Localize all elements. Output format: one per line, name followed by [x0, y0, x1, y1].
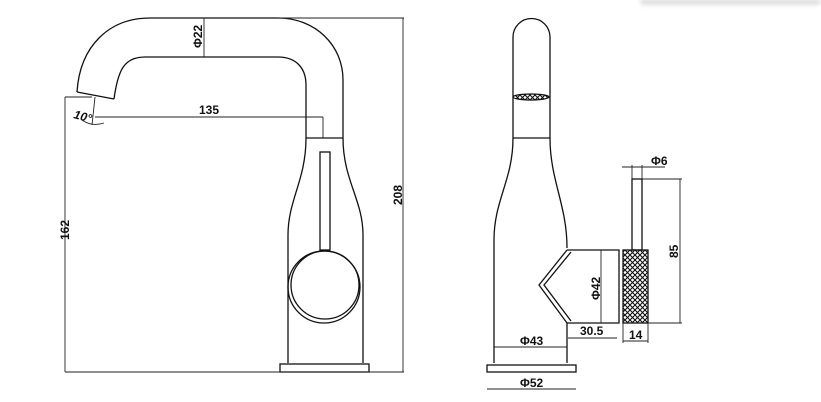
spout-top: [512, 17, 551, 138]
angle-line: [91, 96, 96, 126]
handle-body: [567, 249, 620, 324]
spout-inner: [113, 56, 307, 138]
dim-label-phi22: Φ22: [191, 24, 205, 48]
dim-label-208: 208: [391, 185, 405, 205]
handle-inner: [290, 250, 360, 320]
knurled-handle: [622, 249, 649, 324]
top-shadow: [640, 0, 821, 7]
body-outline: [493, 137, 568, 363]
base-plate: [279, 363, 370, 373]
front-view: Φ43 Φ52 30.5 14 Φ42 85 Φ6: [486, 17, 682, 390]
base-plate: [486, 364, 577, 373]
dim-label-85: 85: [667, 244, 681, 258]
dim-label-162: 162: [58, 220, 72, 240]
angle-arc: [81, 119, 105, 125]
dim-label-phi43: Φ43: [520, 334, 544, 348]
dim-label-14: 14: [629, 328, 643, 342]
dim-label-phi6: Φ6: [651, 154, 668, 168]
handle-cutout: [538, 249, 572, 324]
dim-label-angle: 10°: [72, 107, 93, 125]
dim-label-phi52: Φ52: [520, 376, 544, 390]
spout-tip: [76, 91, 115, 100]
dim-label-135: 135: [199, 103, 219, 117]
lever: [319, 151, 331, 251]
body-outline: [287, 137, 364, 363]
dim-label-30-5: 30.5: [580, 324, 604, 338]
lever-rod: [631, 178, 643, 251]
dim-label-phi42: Φ42: [589, 276, 603, 300]
side-view: 162 208 135 Φ22 10°: [58, 17, 405, 373]
aerator-icon: [512, 93, 550, 101]
spout-outline: [76, 17, 344, 138]
